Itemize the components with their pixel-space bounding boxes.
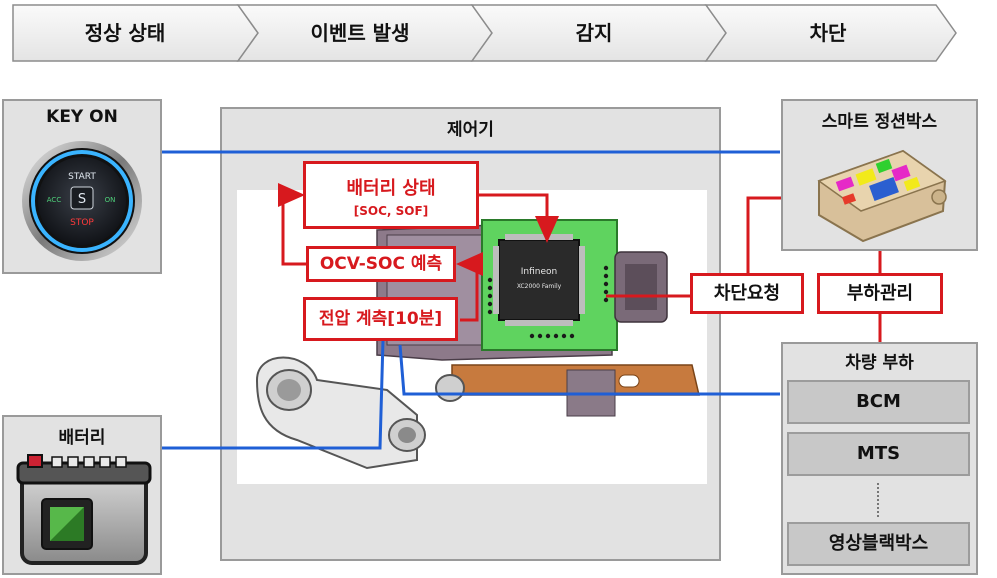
- battery-title: 배터리: [58, 428, 106, 448]
- key-on-box: KEY ON START S ACC ON STOP: [2, 99, 162, 274]
- stage-detect: 감지: [575, 21, 613, 45]
- battery-terminal-icon: [255, 356, 465, 470]
- wire-battery-to-controller: [162, 339, 385, 450]
- smart-junction-box: 스마트 정션박스: [781, 99, 978, 251]
- junction-box-title: 스마트 정션박스: [821, 112, 938, 132]
- battery-box: 배터리: [2, 415, 162, 575]
- flow-battery-state-to-chip: [479, 193, 559, 243]
- stage-chevron-4: [704, 4, 957, 62]
- car-battery-icon: [16, 454, 152, 565]
- flow-chip-to-voltage: [460, 262, 479, 322]
- stage-event: 이벤트 발생: [310, 21, 410, 45]
- key-on-title: KEY ON: [46, 107, 118, 127]
- acc-label: ACC: [47, 196, 62, 204]
- stop-label: STOP: [70, 218, 94, 228]
- battery-state-box: 배터리 상태 [SOC, SOF]: [303, 161, 479, 229]
- load-management-label: 부하관리: [817, 273, 943, 314]
- on-label: ON: [105, 196, 116, 204]
- load-item-blackbox: 영상블랙박스: [787, 522, 970, 566]
- flow-cutoff-to-junction: [746, 196, 781, 275]
- chip-brand-label: Infineon: [521, 267, 557, 277]
- battery-state-label: 배터리 상태: [346, 178, 436, 199]
- chip-model-label: XC2000 Family: [517, 283, 562, 290]
- stage-normal: 정상 상태: [84, 21, 166, 45]
- wire-controller-to-loads: [398, 344, 780, 396]
- start-label: START: [68, 172, 96, 182]
- ocv-soc-box: OCV-SOC 예측: [306, 246, 456, 282]
- cutoff-request-label: 차단요청: [690, 273, 804, 314]
- load-list-ellipsis: [877, 483, 879, 517]
- stage-cutoff: 차단: [809, 21, 847, 45]
- battery-state-sub: [SOC, SOF]: [353, 204, 429, 218]
- load-item-mts: MTS: [787, 432, 970, 476]
- flow-ocv-to-battery-state: [278, 183, 306, 266]
- stage-bar: [12, 4, 957, 62]
- controller-title: 제어기: [447, 120, 494, 140]
- mcu-chip-icon: Infineon XC2000 Family: [493, 234, 585, 326]
- start-stop-button-icon: START S ACC ON STOP: [22, 141, 142, 261]
- vehicle-load-title: 차량 부하: [845, 353, 914, 373]
- voltage-measure-box: 전압 계측[10분]: [303, 297, 458, 341]
- svg-text:S: S: [78, 192, 86, 207]
- junction-box-icon: [817, 149, 947, 243]
- load-item-bcm: BCM: [787, 380, 970, 424]
